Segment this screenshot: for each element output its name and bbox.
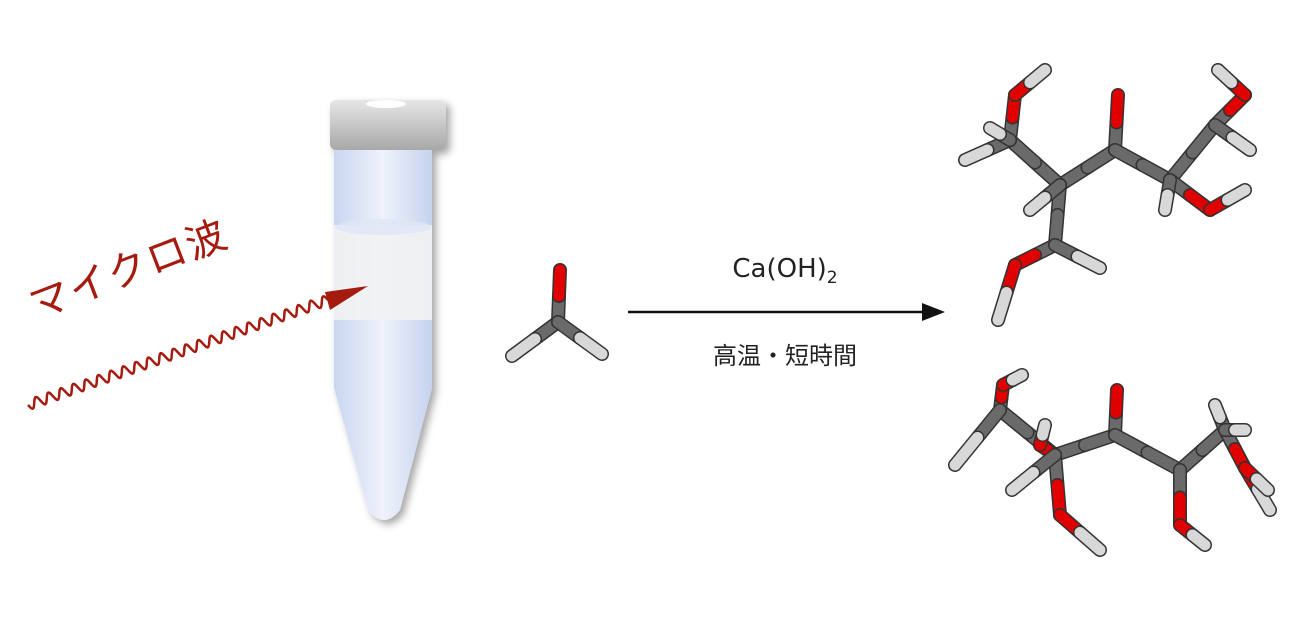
bond	[1187, 529, 1211, 551]
formaldehyde-molecule	[505, 263, 609, 363]
reaction-arrow	[628, 303, 945, 321]
bond	[1212, 64, 1237, 88]
bond	[1251, 473, 1274, 496]
bond	[1110, 384, 1123, 418]
bond	[1006, 467, 1039, 496]
bond	[1111, 89, 1124, 128]
bond	[506, 333, 541, 362]
bond	[1227, 132, 1256, 156]
microwave-wave	[27, 294, 329, 411]
bond	[984, 122, 1006, 140]
tube-cap	[330, 100, 446, 150]
bond	[1024, 192, 1051, 216]
bond	[1222, 184, 1251, 206]
bond	[1024, 64, 1051, 88]
reagent-label: Ca(OH)2	[700, 254, 870, 288]
bond	[1159, 189, 1173, 216]
product-molecule-2	[948, 368, 1277, 557]
test-tube	[330, 100, 446, 520]
bond	[1007, 369, 1028, 386]
microwave-arrowhead	[325, 286, 368, 310]
bond	[574, 332, 608, 360]
product-molecule-1	[958, 63, 1257, 327]
bond	[1074, 527, 1106, 556]
bond	[949, 432, 983, 471]
bond	[1072, 251, 1106, 274]
reagent-formula: Ca(OH)	[732, 254, 827, 284]
bond	[1037, 419, 1051, 441]
bond	[959, 144, 993, 166]
bond	[553, 264, 566, 302]
bond	[1209, 399, 1226, 423]
bond	[1252, 483, 1276, 516]
bond	[992, 287, 1012, 326]
conditions-label: 高温・短時間	[713, 342, 857, 370]
reagent-subscript: 2	[826, 268, 838, 289]
